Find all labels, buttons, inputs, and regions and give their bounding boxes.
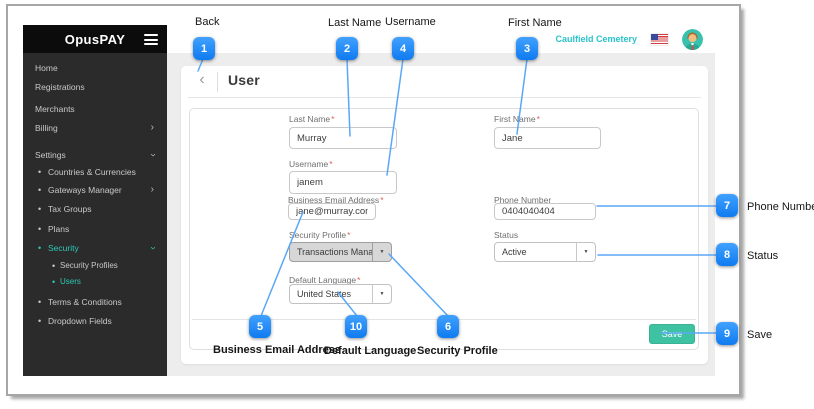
dropdown-arrow-icon: ▼ bbox=[372, 285, 391, 303]
callout-badge-username[interactable]: 4 bbox=[392, 37, 414, 60]
page-title: User bbox=[228, 72, 260, 88]
sidebar-nav: Home Registrations Merchants Billing› Se… bbox=[23, 53, 167, 376]
callout-label-last-name: Last Name bbox=[328, 17, 382, 29]
default-language-select[interactable]: United States ▼ bbox=[289, 284, 392, 304]
first-name-input[interactable] bbox=[494, 127, 601, 149]
bullet-icon: • bbox=[38, 316, 42, 326]
bullet-icon: • bbox=[38, 185, 42, 195]
save-button[interactable]: Save bbox=[649, 324, 695, 344]
callout-badge-back[interactable]: 1 bbox=[193, 37, 215, 60]
callout-badge-first-name[interactable]: 3 bbox=[516, 37, 538, 60]
header-divider bbox=[217, 72, 218, 92]
us-flag-icon[interactable] bbox=[651, 33, 668, 45]
callout-label-back: Back bbox=[195, 16, 220, 28]
bullet-icon: • bbox=[38, 297, 42, 307]
bullet-icon: • bbox=[52, 277, 56, 287]
username-label: Username* bbox=[289, 159, 333, 169]
callout-label-save: Save bbox=[747, 329, 773, 341]
sidebar-item-security-profiles[interactable]: •Security Profiles bbox=[52, 261, 118, 271]
sidebar-item-security[interactable]: •Security› bbox=[38, 243, 159, 253]
phone-number-label: Phone Number bbox=[494, 195, 552, 205]
back-button[interactable]: ‹ bbox=[199, 71, 205, 88]
sidebar-item-registrations[interactable]: Registrations bbox=[35, 82, 85, 92]
callout-badge-status[interactable]: 8 bbox=[716, 243, 738, 266]
status-label: Status bbox=[494, 230, 519, 240]
callout-badge-business-email[interactable]: 5 bbox=[249, 315, 271, 338]
topbar: Caulfield Cemetery bbox=[167, 25, 715, 53]
business-email-label: Business Email Address* bbox=[288, 195, 384, 205]
phone-number-input[interactable] bbox=[494, 203, 596, 220]
sidebar-item-tax-groups[interactable]: •Tax Groups bbox=[38, 204, 92, 214]
chevron-down-icon: › bbox=[147, 153, 159, 157]
chevron-right-icon: › bbox=[150, 184, 154, 195]
brand-logo: OpusPAY bbox=[64, 31, 126, 47]
bullet-icon: • bbox=[38, 167, 42, 177]
sidebar-item-merchants[interactable]: Merchants bbox=[35, 104, 75, 114]
callout-badge-default-language[interactable]: 10 bbox=[345, 315, 367, 338]
sidebar-item-dropdown-fields[interactable]: •Dropdown Fields bbox=[38, 316, 112, 326]
user-form: Last Name* First Name* Username* Busines… bbox=[189, 108, 699, 350]
bullet-icon: • bbox=[38, 243, 42, 253]
first-name-label: First Name* bbox=[494, 114, 540, 124]
callout-badge-phone-number[interactable]: 7 bbox=[716, 194, 738, 217]
callout-label-business-email: Business Email Address bbox=[213, 344, 341, 356]
username-input[interactable] bbox=[289, 171, 397, 194]
last-name-label: Last Name* bbox=[289, 114, 335, 124]
last-name-input[interactable] bbox=[289, 127, 397, 149]
business-email-input[interactable] bbox=[288, 203, 376, 220]
sidebar-item-terms-conditions[interactable]: •Terms & Conditions bbox=[38, 297, 122, 307]
bullet-icon: • bbox=[38, 204, 42, 214]
avatar-graphic bbox=[682, 28, 703, 50]
sidebar-header: OpusPAY bbox=[23, 25, 167, 53]
org-name[interactable]: Caulfield Cemetery bbox=[555, 34, 637, 44]
callout-label-default-language: Default Language bbox=[324, 345, 417, 357]
callout-label-status: Status bbox=[747, 250, 779, 262]
sidebar-item-billing[interactable]: Billing› bbox=[35, 122, 154, 133]
callout-label-first-name: First Name bbox=[508, 17, 562, 29]
bullet-icon: • bbox=[38, 224, 42, 234]
sidebar-item-settings[interactable]: Settings› bbox=[35, 150, 159, 160]
dropdown-arrow-icon: ▼ bbox=[372, 243, 391, 261]
callout-label-phone-number: Phone Number bbox=[747, 201, 814, 213]
callout-label-username: Username bbox=[385, 16, 436, 28]
security-profile-label: Security Profile* bbox=[289, 230, 351, 240]
sidebar-item-gateways-manager[interactable]: •Gateways Manager› bbox=[38, 184, 154, 195]
callout-badge-security-profile[interactable]: 6 bbox=[437, 315, 459, 338]
sidebar-item-plans[interactable]: •Plans bbox=[38, 224, 70, 234]
card-divider bbox=[188, 97, 701, 98]
status-select[interactable]: Active ▼ bbox=[494, 242, 596, 262]
callout-label-security-profile: Security Profile bbox=[417, 345, 498, 357]
chevron-right-icon: › bbox=[150, 122, 154, 133]
default-language-label: Default Language* bbox=[289, 275, 361, 285]
sidebar-item-home[interactable]: Home bbox=[35, 63, 58, 73]
security-profile-select[interactable]: Transactions Manager ▼ bbox=[289, 242, 392, 262]
chevron-down-icon: › bbox=[147, 246, 159, 250]
user-avatar[interactable] bbox=[682, 28, 703, 50]
callout-badge-save[interactable]: 9 bbox=[716, 322, 738, 345]
menu-icon[interactable] bbox=[144, 34, 158, 48]
sidebar-item-countries-currencies[interactable]: •Countries & Currencies bbox=[38, 167, 136, 177]
callout-badge-last-name[interactable]: 2 bbox=[336, 37, 358, 60]
dropdown-arrow-icon: ▼ bbox=[576, 243, 595, 261]
bullet-icon: • bbox=[52, 261, 56, 271]
sidebar-item-users[interactable]: •Users bbox=[52, 277, 81, 287]
sidebar: OpusPAY Home Registrations Merchants Bil… bbox=[23, 25, 167, 376]
